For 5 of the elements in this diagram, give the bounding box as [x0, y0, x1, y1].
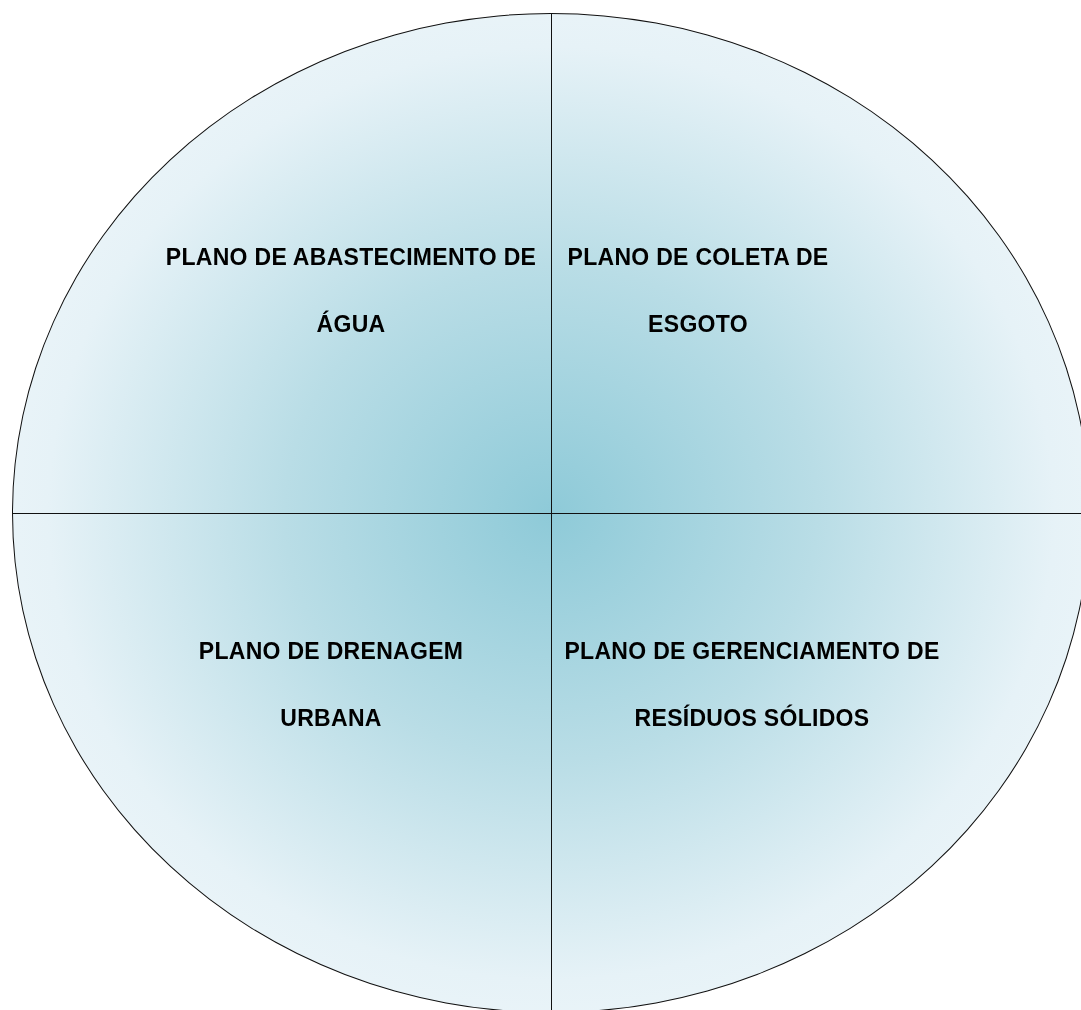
quadrant-label: PLANO DE ABASTECIMENTO DE ÁGUA: [164, 243, 538, 339]
quadrant-label: PLANO DE COLETA DE ESGOTO: [566, 243, 830, 339]
quadrant-label: PLANO DE GERENCIAMENTO DE RESÍDUOS SÓLIDOS: [563, 637, 941, 733]
quadrant: [13, 14, 552, 514]
quadrant-label: PLANO DE DRENAGEM URBANA: [197, 637, 465, 733]
